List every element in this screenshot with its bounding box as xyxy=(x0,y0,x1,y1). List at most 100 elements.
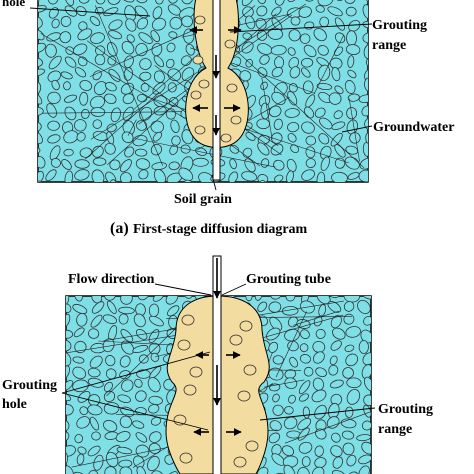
soil-grain xyxy=(121,340,135,355)
soil-grain xyxy=(358,454,371,465)
soil-grain xyxy=(103,390,116,403)
soil-grain xyxy=(314,457,327,469)
soil-grain xyxy=(298,441,313,454)
soil-grain xyxy=(305,158,316,169)
soil-grain xyxy=(136,466,147,474)
soil-grain xyxy=(224,39,236,49)
soil-grain xyxy=(230,115,242,125)
soil-grain xyxy=(138,32,153,44)
soil-grain xyxy=(124,146,135,158)
soil-grain xyxy=(151,17,167,31)
soil-grain xyxy=(167,0,179,4)
soil-grain xyxy=(299,329,310,340)
soil-grain xyxy=(319,16,330,28)
soil-grain xyxy=(168,97,179,107)
soil-grain xyxy=(273,118,283,130)
soil-grain xyxy=(329,355,338,366)
soil-grain xyxy=(315,367,327,378)
panel-b-leader-lines xyxy=(61,283,376,431)
soil-grain xyxy=(380,456,389,472)
soil-grain xyxy=(239,320,253,332)
soil-grain xyxy=(345,353,359,367)
soil-grain xyxy=(109,159,121,171)
soil-grain xyxy=(344,0,356,4)
soil-grain xyxy=(59,31,72,44)
panel-a-grouting-range-label: Grouting xyxy=(372,18,427,33)
soil-grain xyxy=(257,466,269,474)
soil-grain xyxy=(192,157,209,167)
soil-grain xyxy=(362,4,368,19)
soil-grain xyxy=(72,471,86,474)
soil-grain xyxy=(167,82,177,93)
soil-grain xyxy=(88,328,100,339)
soil-grain xyxy=(358,465,370,474)
panel-b-grout-grains xyxy=(173,314,259,468)
soil-grain xyxy=(102,314,118,324)
soil-grain xyxy=(314,107,326,118)
soil-grain xyxy=(371,353,387,369)
soil-grain xyxy=(104,466,117,474)
soil-grain xyxy=(298,6,312,18)
soil-grain xyxy=(183,384,197,396)
soil-grain xyxy=(245,296,253,302)
soil-grain xyxy=(331,432,341,443)
panel-a: hole Grouting range Groundwater Soil gra… xyxy=(2,0,454,237)
soil-grain xyxy=(185,43,195,56)
soil-grain xyxy=(349,132,361,144)
seepage-line xyxy=(40,33,203,130)
soil-grain xyxy=(194,125,206,135)
soil-grain xyxy=(155,0,164,5)
panel-a-caption-text: First-stage diffusion diagram xyxy=(133,222,308,237)
soil-grain xyxy=(311,466,325,474)
soil-grain xyxy=(66,329,74,339)
seepage-line xyxy=(261,77,273,140)
soil-grain xyxy=(347,69,357,79)
soil-grain xyxy=(91,301,105,314)
soil-grain xyxy=(47,0,59,5)
soil-grain xyxy=(377,318,389,328)
soil-grain xyxy=(72,366,87,380)
soil-grain xyxy=(60,186,76,198)
soil-grain xyxy=(375,341,386,352)
soil-grain xyxy=(38,42,46,53)
soil-grain xyxy=(136,17,149,30)
soil-grain xyxy=(38,106,44,117)
soil-grain xyxy=(317,45,329,56)
soil-grain xyxy=(121,131,134,144)
soil-grain xyxy=(287,47,296,56)
soil-grain xyxy=(121,379,134,392)
soil-grain xyxy=(168,161,180,171)
panel-a-grouting-range-label-2: range xyxy=(372,38,406,53)
soil-grain xyxy=(289,66,301,79)
soil-grain xyxy=(118,313,129,325)
soil-grain xyxy=(38,121,42,133)
soil-grain xyxy=(89,355,103,369)
soil-grain xyxy=(303,44,317,58)
panel-a-leader-lines xyxy=(29,7,373,191)
soil-grain xyxy=(363,315,371,326)
soil-grain xyxy=(66,339,72,352)
panel-a-grout-grains xyxy=(190,15,242,143)
soil-grain xyxy=(76,416,91,429)
soil-grain xyxy=(315,182,330,197)
soil-grain xyxy=(298,393,310,402)
soil-grain xyxy=(245,440,259,452)
soil-grain xyxy=(180,0,194,5)
soil-grain xyxy=(102,420,118,432)
soil-grain xyxy=(296,319,311,329)
soil-grain xyxy=(229,158,237,170)
soil-grain xyxy=(119,172,132,182)
soil-grain xyxy=(317,0,334,7)
soil-grain xyxy=(288,83,298,93)
soil-grain xyxy=(347,471,359,474)
soil-grain xyxy=(74,169,90,181)
soil-grain xyxy=(181,314,195,326)
soil-grain xyxy=(152,296,164,302)
soil-grain xyxy=(152,131,163,142)
seepage-line xyxy=(348,98,360,162)
seepage-line xyxy=(127,119,137,136)
soil-grain xyxy=(66,313,71,328)
soil-grain xyxy=(332,327,346,340)
soil-grain xyxy=(140,83,150,92)
soil-grain xyxy=(178,167,194,182)
